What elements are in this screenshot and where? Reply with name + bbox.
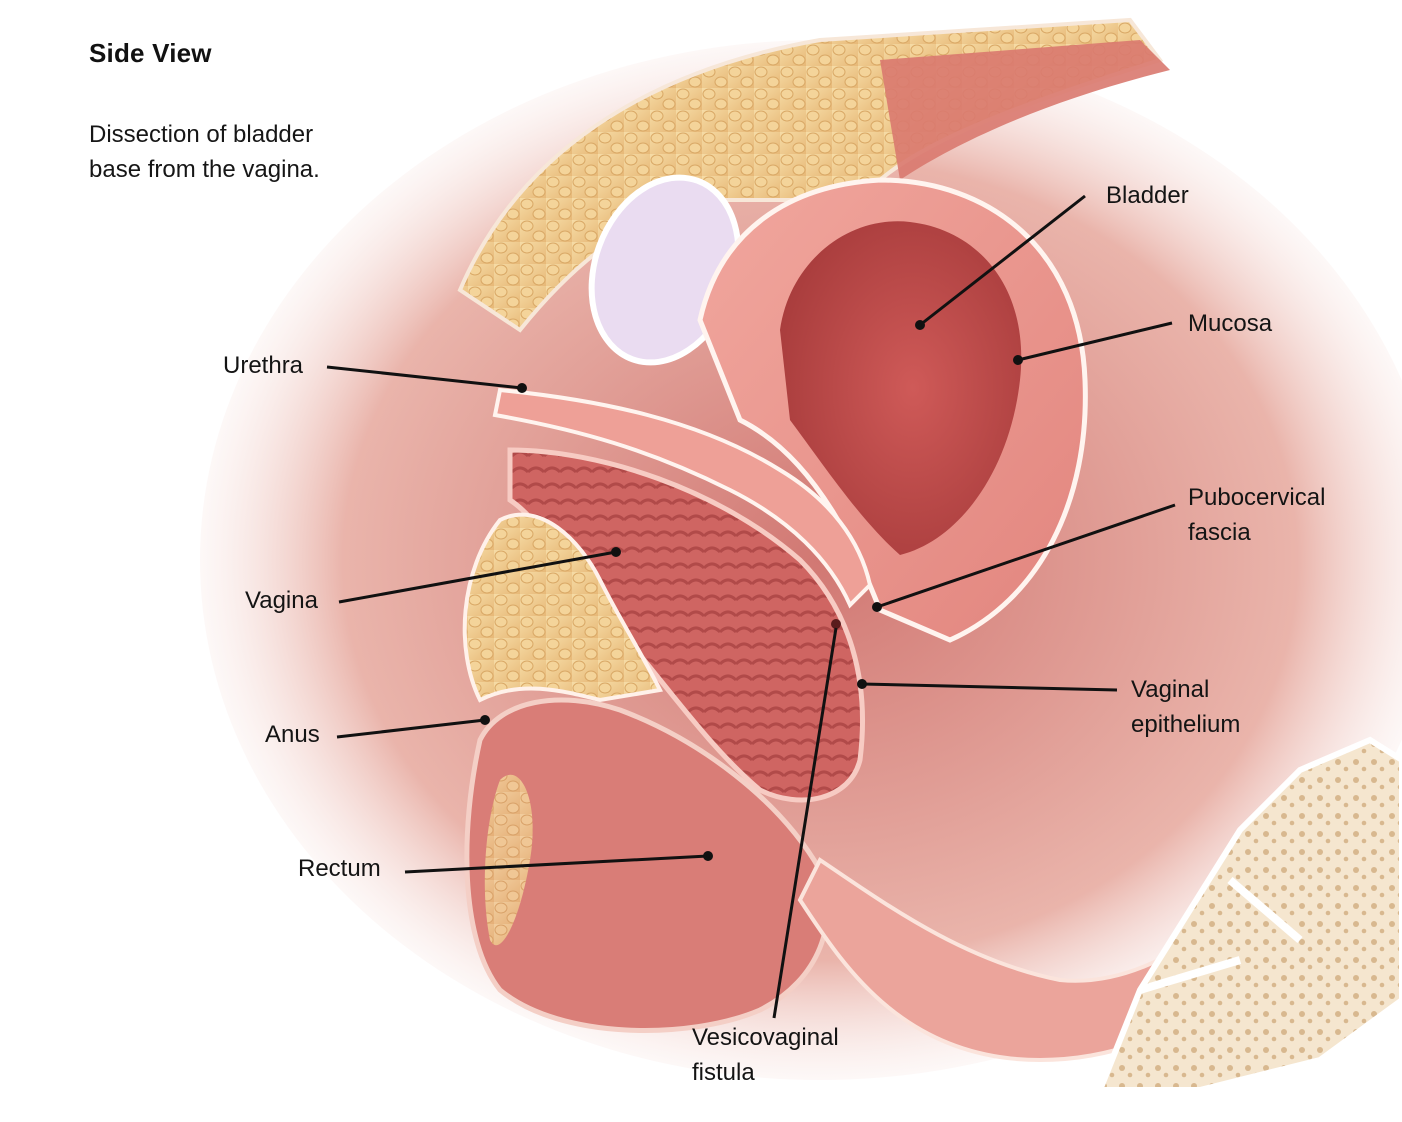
label-vaginal-epithelium-line-2: epithelium	[1131, 711, 1241, 738]
leader-vagina	[338, 550, 617, 604]
label-vaginal-epithelium-line-1: Vaginal	[1131, 676, 1210, 703]
urethra-band	[492, 387, 873, 609]
leader-rectum	[404, 854, 709, 874]
label-pubocervical-fascia: Pubocervical fascia	[1188, 480, 1325, 550]
sacrum-joint-2	[1227, 876, 1303, 944]
label-anus: Anus	[265, 717, 320, 752]
rectum	[464, 697, 830, 1033]
leader-vaginal-epithelium-dot	[857, 679, 867, 689]
leader-bladder-dot	[915, 320, 925, 330]
leader-mucosa	[1017, 321, 1173, 362]
leader-vaginal-epithelium	[861, 682, 1118, 692]
label-urethra: Urethra	[223, 348, 303, 383]
label-urethra-text: Urethra	[223, 352, 304, 379]
leader-mucosa-dot	[1013, 355, 1023, 365]
label-anus-text: Anus	[265, 721, 320, 748]
leader-pubocervical	[876, 503, 1176, 609]
sacrum-bone	[1095, 736, 1402, 1093]
leader-urethra-dot	[517, 383, 527, 393]
leader-bladder	[919, 194, 1086, 327]
label-rectum-text: Rectum	[298, 855, 381, 882]
fistula-opening	[831, 619, 841, 629]
bladder-lumen	[780, 221, 1022, 556]
leader-vagina-dot	[611, 547, 621, 557]
label-mucosa: Mucosa	[1188, 306, 1272, 341]
leader-fistula	[772, 627, 838, 1019]
subtitle-line-1: Dissection of bladder	[89, 121, 314, 148]
label-pubocervical-line-2: fascia	[1188, 519, 1251, 546]
leader-anus	[336, 718, 486, 739]
diagram-subtitle: Dissection of bladder base from the vagi…	[89, 117, 389, 187]
label-rectum: Rectum	[298, 851, 381, 886]
label-fistula-line-2: fistula	[692, 1059, 755, 1086]
diagram-title: Side View	[89, 38, 212, 68]
abdominal-muscle	[880, 40, 1170, 180]
sacrum-joint-1	[1138, 956, 1242, 994]
label-bladder: Bladder	[1106, 178, 1189, 213]
label-vagina-text: Vagina	[245, 587, 318, 614]
label-vesicovaginal-fistula: Vesicovaginal fistula	[692, 1020, 839, 1090]
label-mucosa-text: Mucosa	[1188, 310, 1273, 337]
leader-pubocervical-dot	[872, 602, 882, 612]
label-fistula-line-1: Vesicovaginal	[692, 1024, 839, 1051]
perineal-body	[462, 512, 664, 703]
label-pubocervical-line-1: Pubocervical	[1188, 484, 1326, 511]
subtitle-line-2: base from the vagina.	[89, 156, 320, 183]
rectum-fat-stripe	[484, 774, 533, 946]
label-vaginal-epithelium: Vaginal epithelium	[1131, 672, 1240, 742]
leader-lines	[326, 194, 1176, 1019]
leader-urethra	[326, 365, 523, 390]
label-vagina: Vagina	[245, 583, 318, 618]
label-bladder-text: Bladder	[1106, 182, 1189, 209]
leader-anus-dot	[480, 715, 490, 725]
leader-rectum-dot	[703, 851, 713, 861]
